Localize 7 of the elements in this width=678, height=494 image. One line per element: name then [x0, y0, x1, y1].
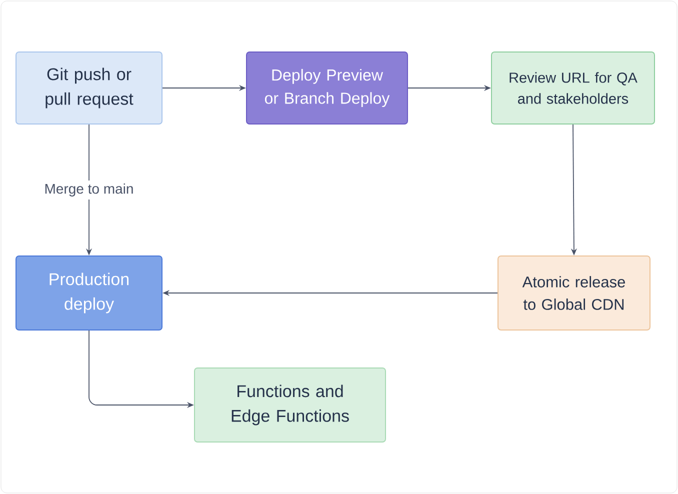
process-box: Production deploy	[16, 256, 162, 330]
process-box: Functions and Edge Functions	[194, 368, 386, 442]
process-box: Deploy Preview or Branch Deploy	[246, 52, 408, 124]
process-box: Git push or pull request	[16, 52, 162, 124]
edge-label: Merge to main	[41, 180, 137, 200]
process-box: Atomic release to Global CDN	[498, 256, 650, 330]
process-box: Review URL for QA and stakeholders	[491, 52, 655, 124]
